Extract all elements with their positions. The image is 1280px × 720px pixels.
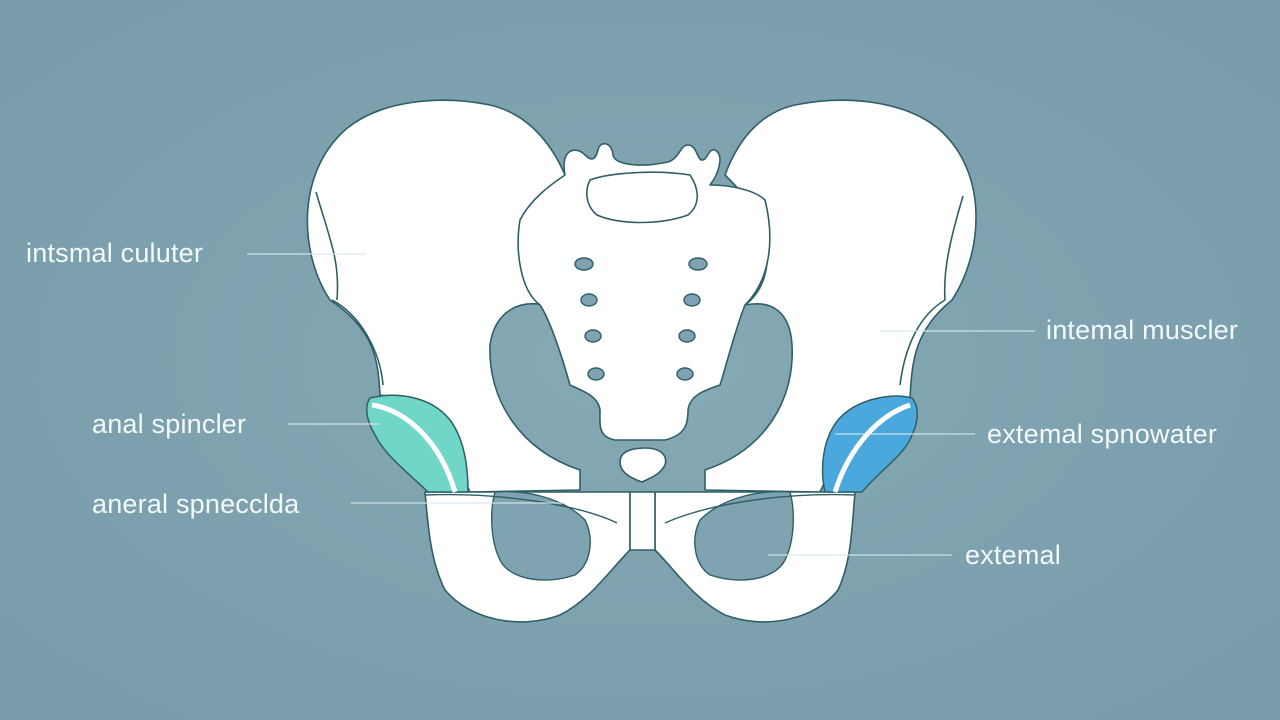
pubic-symphysis [629,491,656,551]
left-muscle-region [365,394,469,493]
coccyx [619,447,667,483]
sacral-promontory [586,171,699,224]
left-obturator-foramen [491,490,591,581]
sacrum [517,142,771,441]
right-obturator-foramen [694,490,794,581]
label-left-3: aneral spnecclda [92,489,300,519]
label-right-2: extemal spnowater [987,419,1218,449]
label-right-1: intemal muscler [1046,315,1239,345]
label-right-3: extemal [965,540,1061,570]
label-left-1: intsmal culuter [26,238,204,268]
label-left-2: anal spincler [92,409,247,439]
